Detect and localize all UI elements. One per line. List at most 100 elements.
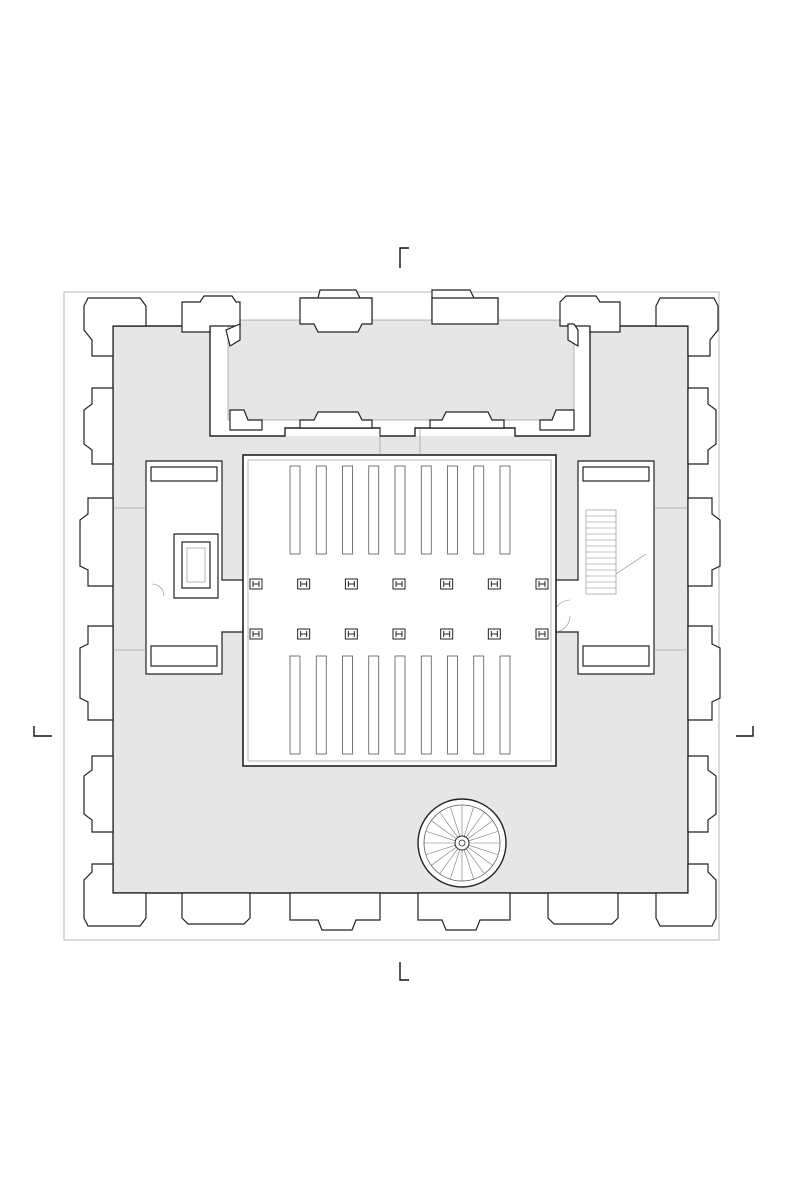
pier [539, 409, 575, 431]
pier [687, 387, 717, 465]
pier [225, 323, 241, 347]
pier [181, 892, 251, 925]
skylight [473, 655, 485, 755]
pier [687, 497, 721, 587]
section-mark-left [33, 726, 52, 737]
east-service-block [553, 460, 655, 675]
stair-flight [585, 509, 647, 595]
pier [567, 323, 579, 348]
column [487, 628, 501, 640]
west-door-swing [151, 583, 165, 597]
columns-top [249, 578, 549, 590]
perimeter-piers [79, 289, 721, 931]
skylight [342, 655, 353, 755]
spiral-tread [425, 830, 456, 842]
spiral-tread [431, 846, 457, 866]
section-mark-bottom [399, 962, 409, 981]
column [297, 578, 311, 590]
north-court-outline [227, 319, 575, 421]
pier [655, 297, 719, 357]
section-mark-right [736, 726, 754, 737]
skylights-bottom [289, 655, 511, 755]
skylight [420, 465, 432, 555]
section-mark-top [399, 247, 409, 268]
column [535, 578, 549, 590]
spiral-tread [468, 844, 499, 856]
east-room-bottom [582, 645, 650, 667]
spiral-tread [439, 812, 459, 838]
north-court-floor [228, 320, 574, 420]
pier [83, 387, 114, 465]
column [344, 628, 358, 640]
skylights-top [289, 465, 511, 555]
east-block-wall [553, 460, 655, 675]
skylight [499, 655, 511, 755]
skylight [447, 655, 458, 755]
skylight [289, 465, 301, 555]
spiral-tread [439, 848, 459, 874]
skylight [289, 655, 301, 755]
spiral-tread [431, 820, 457, 840]
skylight [315, 655, 327, 755]
skylight [368, 465, 380, 555]
column [344, 578, 358, 590]
spiral-tread [449, 806, 461, 837]
north-court-piers [225, 297, 579, 431]
spiral-treads [424, 805, 500, 881]
pier [687, 625, 721, 721]
pier [79, 625, 114, 721]
pier [83, 863, 147, 927]
spiral-stair [417, 798, 507, 888]
spiral-tread [425, 844, 456, 856]
floor-joints [113, 428, 688, 651]
spiral-tread [467, 846, 493, 866]
skylight [394, 465, 406, 555]
column [392, 578, 406, 590]
pier [83, 755, 114, 833]
pier [687, 755, 717, 833]
pier [229, 409, 263, 431]
skylight [499, 465, 511, 555]
spiral-tread [465, 812, 485, 838]
column [249, 628, 263, 640]
skylight [394, 655, 406, 755]
spiral-stair-core [458, 839, 466, 847]
west-room-bottom [150, 645, 218, 667]
east-room-top [582, 466, 650, 482]
main-hall [242, 454, 557, 767]
columns-bottom [249, 628, 549, 640]
west-room-top [150, 466, 218, 482]
spiral-tread [463, 806, 475, 837]
pier [429, 411, 505, 429]
pier [299, 411, 373, 429]
section-marks [33, 247, 754, 981]
main-hall-inner [247, 459, 552, 762]
pier [547, 892, 619, 925]
column [249, 578, 263, 590]
west-lift-inner [186, 547, 206, 583]
column [535, 628, 549, 640]
column [487, 578, 501, 590]
spiral-tread [463, 849, 475, 880]
west-lift [181, 541, 211, 589]
skylight [447, 465, 458, 555]
pier [655, 863, 717, 927]
pier [289, 892, 381, 931]
skylight [473, 465, 485, 555]
column [297, 628, 311, 640]
pier [79, 497, 114, 587]
column [392, 628, 406, 640]
skylight [420, 655, 432, 755]
pier [299, 297, 373, 333]
skylight [342, 465, 353, 555]
skylight [368, 655, 380, 755]
column [440, 628, 454, 640]
spiral-tread [467, 820, 493, 840]
pier [431, 297, 499, 325]
spiral-tread [468, 830, 499, 842]
skylight [315, 465, 327, 555]
west-service-block [145, 460, 263, 675]
pier [181, 295, 241, 333]
pier [83, 297, 147, 357]
